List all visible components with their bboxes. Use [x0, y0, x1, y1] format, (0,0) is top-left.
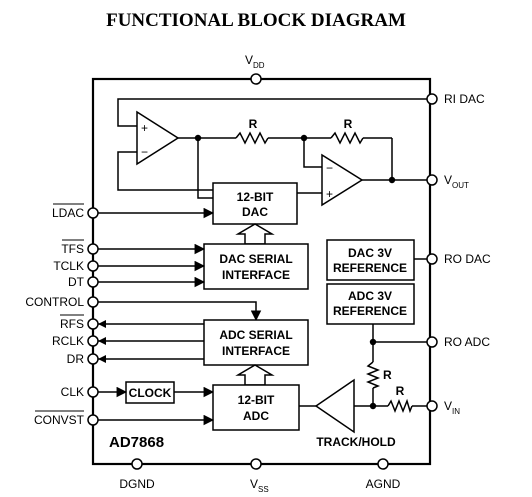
convst-label: CONVST	[34, 413, 85, 427]
rclk-label: RCLK	[52, 334, 84, 348]
dac-12bit-line2: DAC	[242, 205, 268, 219]
op-amp-output-plus: +	[326, 187, 333, 201]
clock-label: CLOCK	[129, 386, 172, 400]
adc-reference-line2: REFERENCE	[333, 304, 407, 318]
dac-serial-line2: INTERFACE	[222, 268, 290, 282]
resistor-vertical: R	[365, 361, 392, 389]
track-hold-label: TRACK/HOLD	[316, 435, 396, 449]
dac-serial-line1: DAC SERIAL	[219, 252, 292, 266]
resistor-input: R	[387, 384, 413, 414]
junction-dot	[388, 176, 396, 184]
vout-pin: VOUT	[426, 173, 469, 190]
rclk-pin: RCLK	[52, 334, 99, 348]
vin-pin: VIN	[426, 399, 460, 416]
vdd-label: VDD	[245, 53, 265, 70]
ri-dac-label: RI DAC	[444, 92, 485, 106]
op-amp-input-plus: +	[141, 121, 148, 135]
convst-pin: CONVST	[34, 410, 99, 427]
rfs-arrowhead	[98, 320, 106, 328]
resistor-feedback-2: R	[330, 117, 364, 145]
clk-pin: CLK	[61, 385, 99, 399]
adc-12bit-line2: ADC	[243, 409, 269, 423]
dac-12bit-block: 12-BIT DAC	[212, 182, 298, 225]
adc-reference-block: ADC 3V REFERENCE	[326, 283, 415, 325]
dt-label: DT	[68, 275, 85, 289]
dac-data-bus-arrow	[235, 223, 275, 245]
clock-block: CLOCK	[125, 381, 175, 404]
chip-name: AD7868	[109, 434, 164, 451]
vin-label: VIN	[444, 399, 460, 416]
tfs-pin: TFS	[61, 239, 99, 256]
tclk-pin: TCLK	[53, 259, 99, 273]
op-amp-input: + −	[136, 110, 180, 166]
dr-arrowhead	[98, 355, 106, 363]
tclk-label: TCLK	[53, 259, 84, 273]
vout-label: VOUT	[444, 173, 469, 190]
dac-reference-line1: DAC 3V	[348, 246, 392, 260]
dac-serial-interface-block: DAC SERIAL INTERFACE	[203, 243, 309, 290]
vss-pin: VSS	[250, 458, 269, 494]
ro-dac-pin: RO DAC	[426, 252, 491, 266]
adc-12bit-block: 12-BIT ADC	[212, 384, 300, 431]
tfs-label: TFS	[61, 242, 84, 256]
op-amp-output: − +	[321, 153, 364, 207]
adc-12bit-line1: 12-BIT	[238, 393, 275, 407]
control-pin: CONTROL	[25, 295, 99, 309]
clk-label: CLK	[61, 385, 84, 399]
track-hold-amp: TRACK/HOLD	[314, 378, 396, 449]
diagram-title: FUNCTIONAL BLOCK DIAGRAM	[106, 10, 406, 31]
vss-label: VSS	[250, 477, 269, 494]
dac-12bit-line1: 12-BIT	[237, 190, 274, 204]
op-amp-output-minus: −	[326, 161, 333, 175]
adc-serial-interface-block: ADC SERIAL INTERFACE	[203, 319, 309, 366]
adc-reference-line1: ADC 3V	[348, 289, 392, 303]
dac-wiring	[117, 98, 427, 199]
rfs-label: RFS	[60, 317, 84, 331]
agnd-label: AGND	[366, 477, 401, 491]
op-amp-input-minus: −	[141, 145, 148, 159]
control-line	[98, 301, 262, 322]
ro-adc-pin: RO ADC	[426, 335, 490, 349]
junction-dot	[300, 134, 308, 142]
dgnd-pin: DGND	[119, 458, 155, 491]
junction-dot	[194, 134, 202, 142]
ri-dac-pin: RI DAC	[426, 92, 485, 106]
ro-adc-label: RO ADC	[444, 335, 490, 349]
junction-dot	[369, 338, 377, 346]
adc-input-wiring	[354, 324, 427, 407]
dac-reference-line2: REFERENCE	[333, 261, 407, 275]
control-label: CONTROL	[25, 295, 84, 309]
adc-data-bus-arrow	[235, 364, 275, 386]
adc-serial-line2: INTERFACE	[222, 344, 290, 358]
rclk-arrowhead	[98, 337, 106, 345]
ro-dac-label: RO DAC	[444, 252, 491, 266]
resistor-2-label: R	[344, 117, 353, 131]
rfs-pin: RFS	[60, 314, 99, 331]
junction-dot	[369, 402, 377, 410]
resistor-1-label: R	[249, 117, 258, 131]
adc-serial-line1: ADC SERIAL	[219, 328, 292, 342]
agnd-pin: AGND	[366, 458, 401, 491]
ldac-pin: LDAC	[52, 203, 99, 220]
dac-reference-block: DAC 3V REFERENCE	[326, 239, 415, 281]
dr-pin: DR	[67, 352, 99, 366]
resistor-vertical-label: R	[383, 368, 392, 382]
dr-label: DR	[67, 352, 85, 366]
resistor-feedback-1: R	[235, 117, 269, 145]
resistor-input-label: R	[396, 384, 405, 398]
ldac-label: LDAC	[52, 206, 84, 220]
vdd-pin: VDD	[245, 53, 265, 85]
dgnd-label: DGND	[119, 477, 155, 491]
dt-pin: DT	[68, 275, 99, 289]
